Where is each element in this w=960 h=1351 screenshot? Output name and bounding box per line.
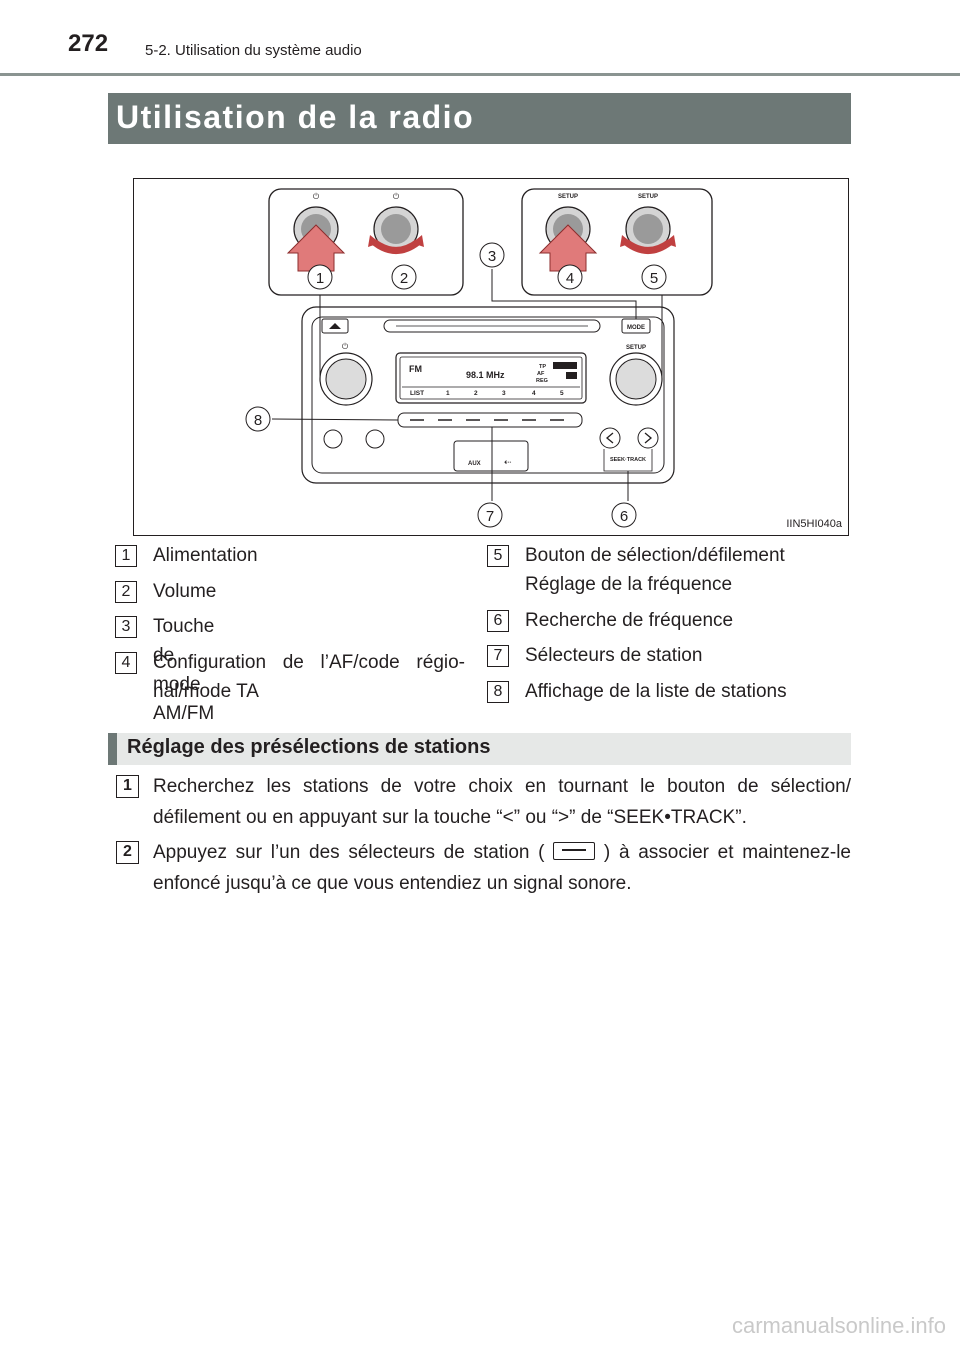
legend-text: Réglage de la fréquence bbox=[525, 574, 733, 595]
step-item: 2 Appuyez sur l’un des sélecteurs de sta… bbox=[116, 837, 851, 899]
legend-number: 3 bbox=[115, 616, 137, 638]
legend-number: 7 bbox=[487, 645, 509, 667]
breadcrumb: 5-2. Utilisation du système audio bbox=[145, 42, 362, 59]
svg-text:1: 1 bbox=[446, 390, 450, 397]
callout-8: 8 bbox=[254, 412, 262, 429]
section-title: Réglage des présélections de stations bbox=[127, 736, 491, 758]
step-text: Recherchez les stations de votre choix e… bbox=[153, 776, 851, 828]
page-number: 272 bbox=[68, 30, 109, 57]
radio-panel-illustration: ⏻ ⏻ SETUP SETUP MODE ⏻ SETUP bbox=[245, 188, 713, 528]
title-band: Utilisation de la radio bbox=[108, 93, 851, 144]
figure-id: IIN5HI040a bbox=[786, 518, 842, 530]
radio-panel-figure: ⏻ ⏻ SETUP SETUP MODE ⏻ SETUP bbox=[133, 178, 849, 536]
legend-number: 1 bbox=[115, 545, 137, 567]
svg-text:SEEK·TRACK: SEEK·TRACK bbox=[610, 457, 646, 463]
svg-text:LIST: LIST bbox=[410, 390, 424, 397]
callout-2: 2 bbox=[400, 270, 408, 287]
legend-number: 6 bbox=[487, 610, 509, 632]
svg-text:TP: TP bbox=[539, 364, 546, 370]
svg-text:2: 2 bbox=[474, 390, 478, 397]
svg-text:5: 5 bbox=[560, 390, 564, 397]
svg-text:AF: AF bbox=[537, 371, 545, 377]
callout-1: 1 bbox=[316, 270, 324, 287]
callout-4: 4 bbox=[566, 270, 574, 287]
inset-power-volume bbox=[268, 188, 464, 296]
callout-5: 5 bbox=[650, 270, 658, 287]
step-number: 1 bbox=[116, 775, 139, 798]
svg-text:⏻: ⏻ bbox=[342, 342, 349, 351]
section-heading: Réglage des présélections de stations bbox=[108, 733, 851, 765]
svg-text:⇠: ⇠ bbox=[504, 457, 512, 467]
legend-text: nal/mode TA bbox=[153, 681, 259, 702]
legend-text: Touche de mode AM/FM bbox=[153, 616, 215, 724]
step-text: Appuyez sur l’un des sélecteurs de stati… bbox=[153, 837, 851, 899]
legend-text: Affichage de la liste de stations bbox=[525, 681, 787, 702]
legend-text: Recherche de fréquence bbox=[525, 610, 734, 631]
svg-text:REG: REG bbox=[536, 378, 548, 384]
callout-markers bbox=[245, 242, 667, 528]
legend-number: 2 bbox=[115, 581, 137, 603]
svg-text:4: 4 bbox=[532, 390, 536, 397]
head-unit-outline bbox=[301, 306, 675, 484]
step-number: 2 bbox=[116, 841, 139, 864]
step-text-after: ) à associer et maintenez-le enfoncé jus… bbox=[153, 842, 851, 894]
svg-text:⏻: ⏻ bbox=[393, 192, 400, 201]
legend-number: 5 bbox=[487, 545, 509, 567]
step-item: 1 Recherchez les stations de votre choix… bbox=[116, 771, 851, 833]
svg-text:98.1 MHz: 98.1 MHz bbox=[466, 370, 505, 380]
svg-text:AUX: AUX bbox=[468, 461, 481, 467]
legend-text: Sélecteurs de station bbox=[525, 645, 703, 666]
legend-number: 4 bbox=[115, 652, 137, 674]
header-divider bbox=[0, 73, 960, 76]
watermark: carmanualsonline.info bbox=[731, 1313, 946, 1338]
svg-text:⏻: ⏻ bbox=[313, 192, 320, 201]
legend-text: Bouton de sélection/défilement bbox=[525, 545, 785, 566]
inset-setup bbox=[521, 188, 713, 296]
legend-text: Configuration de l’AF/code régio- bbox=[153, 652, 465, 673]
svg-text:SETUP: SETUP bbox=[626, 345, 646, 351]
legend-number: 8 bbox=[487, 681, 509, 703]
station-selector-key-icon bbox=[553, 842, 596, 860]
callout-7: 7 bbox=[486, 508, 494, 525]
step-text-before: Appuyez sur l’un des sélecteurs de stati… bbox=[153, 842, 545, 863]
svg-text:SETUP: SETUP bbox=[558, 194, 578, 200]
legend-text: Alimentation bbox=[153, 545, 258, 566]
svg-text:FM: FM bbox=[409, 364, 422, 374]
svg-text:MODE: MODE bbox=[627, 325, 645, 331]
callout-6: 6 bbox=[620, 508, 628, 525]
svg-text:3: 3 bbox=[502, 390, 506, 397]
page-title: Utilisation de la radio bbox=[116, 99, 475, 135]
svg-text:SETUP: SETUP bbox=[638, 194, 658, 200]
callout-3: 3 bbox=[488, 248, 496, 265]
legend-text: Volume bbox=[153, 581, 217, 602]
